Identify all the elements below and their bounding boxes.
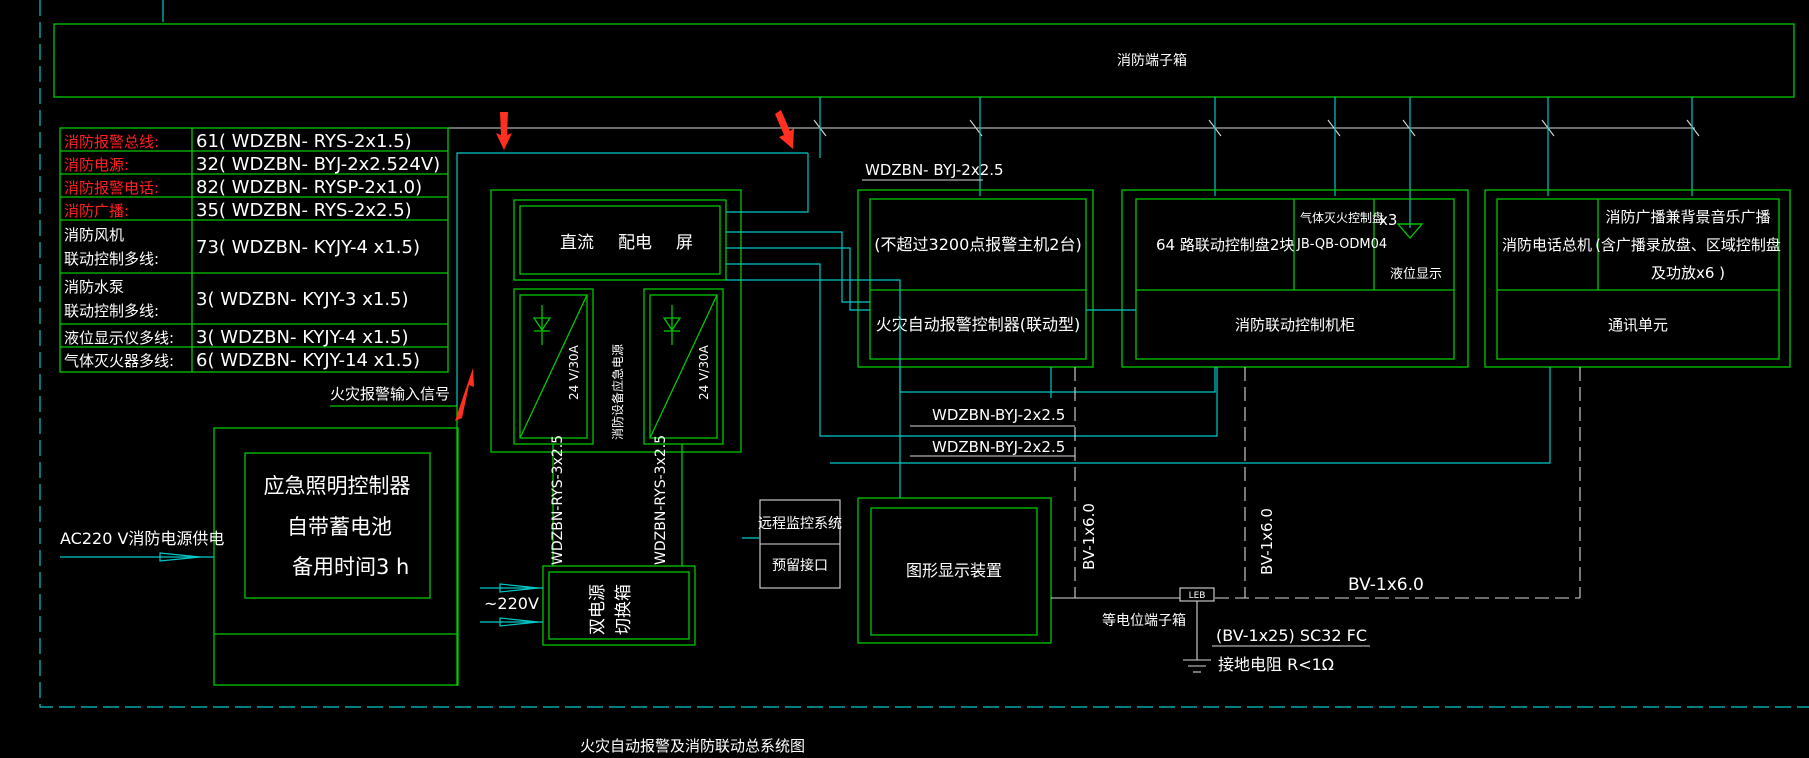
table-label-3: 消防广播:: [64, 202, 129, 220]
fire-controller-outer: [857, 189, 1094, 368]
ground-cable-label: (BV-1x25) SC32 FC: [1216, 626, 1367, 645]
comms-broadcast-line3: 及功放x6 ): [1651, 264, 1725, 282]
table-value-5: 3( WDZBN- KYJY-3 x1.5): [196, 289, 409, 310]
table-label-7: 气体灭火器多线:: [64, 352, 174, 370]
table-label-5a: 消防水泵: [64, 278, 124, 296]
diode-icon: [662, 305, 682, 345]
dc-panel-wires: [726, 153, 1551, 498]
table-label-2: 消防报警电话:: [64, 179, 159, 197]
dc-panel-c3: 屏: [676, 233, 693, 253]
linkage-panel-label: 64 路联动控制盘2块: [1156, 236, 1294, 254]
linkage-cabinet-outer: [1121, 189, 1469, 368]
table-label-4b: 联动控制多线:: [64, 250, 159, 268]
dc-panel-inner: [519, 205, 721, 275]
cable-table: [59, 127, 449, 373]
power-cabinet-outer: [490, 189, 742, 453]
grounding-wires: [1051, 367, 1581, 599]
bv-horizontal-label: BV-1x6.0: [1348, 575, 1424, 595]
table-label-5b: 联动控制多线:: [64, 302, 159, 320]
power-unit-2-outer: [643, 288, 724, 445]
diagram-caption: 火灾自动报警及消防联动总系统图: [580, 737, 805, 755]
ac-supply-label: AC220 V消防电源供电: [60, 529, 224, 548]
linkage-cabinet-bottom: 消防联动控制机柜: [1235, 316, 1355, 334]
terminal-box: [53, 23, 1795, 98]
gas-panel-line1: 气体灭火控制盘: [1300, 210, 1384, 225]
ac-220-label: ~220V: [484, 594, 539, 613]
dual-switch-line1: 双电源: [588, 584, 608, 635]
table-value-3: 35( WDZBN- RYS-2x2.5): [196, 200, 412, 221]
bv-vertical-label-1: BV-1x6.0: [1080, 503, 1098, 570]
cable-vertical-label-1: WDZBN-RYS-3x2.5: [550, 435, 566, 565]
fire-controller-bottom: 火灾自动报警控制器(联动型): [876, 315, 1081, 334]
gas-panel-line2: JB-QB-ODM04: [1296, 237, 1387, 252]
bv-vertical-label-2: BV-1x6.0: [1258, 508, 1276, 575]
ground-resistance-label: 接地电阻 R<1Ω: [1218, 655, 1334, 674]
comms-inner: [1496, 198, 1780, 360]
comms-bottom: 通讯单元: [1608, 316, 1668, 334]
wire-mid-label-2: WDZBN-BYJ-2x2.5: [932, 438, 1065, 456]
table-label-4a: 消防风机: [64, 226, 124, 244]
system-boundary: [39, 0, 1809, 708]
fire-alarm-input-label: 火灾报警输入信号: [330, 385, 450, 403]
graphic-display-label: 图形显示装置: [906, 561, 1002, 580]
arrow-right-icon: [159, 552, 201, 562]
terminal-drops: [819, 97, 1693, 228]
remote-monitor-line1: 远程监控系统: [758, 516, 842, 532]
power-unit-1-inner: [519, 294, 588, 439]
leb-label: LEB: [1189, 591, 1206, 601]
emergency-lighting-line2: 自带蓄电池: [287, 515, 392, 539]
comms-broadcast-line2: (含广播录放盘、区域控制盘: [1595, 236, 1781, 254]
equipotential-label: 等电位端子箱: [1102, 612, 1186, 629]
linkage-cabinet-inner: [1135, 198, 1455, 360]
diode-icon: [532, 305, 552, 345]
dual-switch-outer: [542, 565, 696, 646]
fire-controller-top: (不超过3200点报警主机2台): [874, 235, 1081, 254]
dc-panel-c1: 直流: [560, 233, 594, 253]
remote-monitor-line2: 预留接口: [772, 557, 828, 574]
graphic-display-outer: [857, 497, 1052, 644]
ground-icon: [1183, 659, 1211, 673]
table-value-2: 82( WDZBN- RYSP-2x1.0): [196, 177, 422, 198]
wire-mid-label-1: WDZBN-BYJ-2x2.5: [932, 406, 1065, 424]
dual-switch-inner: [548, 571, 690, 640]
table-value-6: 3( WDZBN- KYJY-4 x1.5): [196, 327, 409, 348]
comms-outer: [1484, 189, 1791, 368]
power-unit-2-inner: [649, 294, 718, 439]
arrow-right-icon: [480, 583, 543, 627]
table-label-1: 消防电源:: [64, 156, 129, 174]
cable-vertical-label-2: WDZBN-RYS-3x2.5: [653, 435, 669, 565]
table-label-0: 消防报警总线:: [64, 133, 159, 151]
emergency-lighting-line1: 应急照明控制器: [264, 474, 411, 498]
level-sensor-icon: [1396, 223, 1424, 239]
red-arrow-icon: [455, 110, 794, 421]
table-value-0: 61( WDZBN- RYS-2x1.5): [196, 131, 412, 152]
power-unit-1-label: 24 V/30A: [567, 344, 581, 400]
power-device-label: 消防设备应急电源: [610, 344, 625, 440]
emergency-lighting-inner: [244, 452, 431, 599]
wire-top-label: WDZBN- BYJ-2x2.5: [865, 161, 1004, 179]
comms-phone-label: 消防电话总机: [1502, 236, 1592, 254]
terminal-box-label: 消防端子箱: [1117, 53, 1187, 69]
table-value-4: 73( WDZBN- KYJY-4 x1.5): [196, 237, 420, 258]
table-value-1: 32( WDZBN- BYJ-2x2.524V): [196, 154, 440, 175]
table-label-6: 液位显示仪多线:: [64, 329, 174, 347]
gas-panel-x3: x3: [1379, 211, 1397, 229]
level-display-label: 液位显示: [1390, 267, 1442, 282]
dc-panel-outer: [513, 199, 727, 281]
fire-controller-inner: [869, 198, 1087, 360]
comms-broadcast-line1: 消防广播兼背景音乐广播: [1605, 208, 1770, 226]
input-signal-line: [330, 405, 458, 686]
table-value-7: 6( WDZBN- KYJY-14 x1.5): [196, 350, 420, 371]
bus-signal-line: [456, 152, 808, 406]
power-unit-2-label: 24 V/30A: [697, 344, 711, 400]
graphic-display-inner: [870, 507, 1038, 636]
dual-switch-line2: 切换箱: [614, 584, 634, 635]
emergency-lighting-line3: 备用时间3 h: [292, 555, 409, 579]
dc-panel-c2: 配电: [618, 233, 652, 253]
